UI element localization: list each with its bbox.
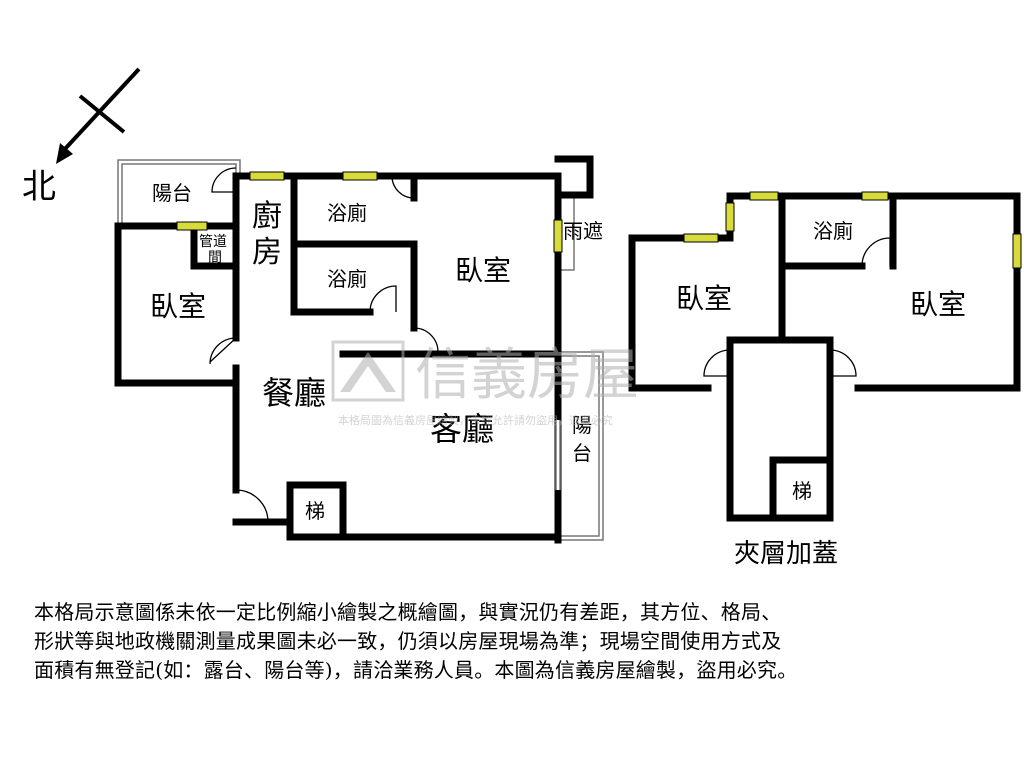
door-swing-icon [369, 285, 397, 313]
mezz-bedroom-left-label: 臥室 [676, 282, 732, 315]
door-swing-icon [211, 167, 237, 193]
watermark-notice: 本格局圖為信義房屋繪製，未經允許請勿盜用，違者必究 [338, 413, 613, 427]
kitchen-label-2: 房 [252, 235, 282, 270]
pipe-room-label-2: 間 [208, 250, 222, 266]
main-windows [176, 171, 563, 253]
north-arrow-icon [56, 143, 73, 164]
watermark-brand: 信義房屋 [415, 343, 639, 408]
balcony-top-label: 陽台 [152, 181, 192, 205]
living-label: 客廳 [430, 410, 494, 448]
window [176, 221, 208, 231]
window [342, 171, 378, 181]
bedroom-center-label: 臥室 [455, 254, 511, 287]
pipe-room-label-1: 管道 [199, 234, 227, 250]
main-doors [209, 167, 439, 523]
watermark-logo-icon [331, 340, 405, 402]
disclaimer: 本格局示意圖係未依一定比例縮小繪製之概繪圖，與實況仍有差距，其方位、格局、 形狀… [34, 598, 1004, 685]
balcony-right-label-2: 台 [572, 441, 592, 465]
compass-cross-line [78, 94, 126, 134]
door-swing-icon [209, 337, 237, 365]
mezzanine-caption: 夾層加蓋 [734, 539, 838, 569]
window [725, 202, 735, 232]
stairs-label: 梯 [305, 499, 325, 523]
mezzanine-plan: 浴廁 臥室 臥室 梯 夾層加蓋 [628, 191, 1022, 569]
balcony-right-label-1: 陽 [572, 413, 592, 437]
mezzanine-windows [683, 191, 1022, 269]
north-compass: 北 [22, 67, 141, 207]
window [683, 233, 719, 243]
mezz-bedroom-right-label: 臥室 [910, 288, 966, 321]
bath-2-label: 浴廁 [327, 267, 367, 291]
kitchen-label-1: 廚 [252, 199, 282, 234]
door-swing-icon [861, 237, 891, 267]
window [1012, 233, 1022, 269]
window [861, 191, 889, 201]
door-swing-icon [235, 489, 269, 523]
window [249, 171, 285, 181]
dining-label: 餐廳 [262, 374, 326, 412]
window [553, 219, 563, 253]
door-swing-icon [413, 327, 439, 353]
balcony-top-outline [117, 159, 241, 226]
balcony-right-outline-inner [559, 355, 600, 537]
north-label: 北 [22, 167, 56, 207]
mezz-bath-label: 浴廁 [813, 219, 853, 243]
bedroom-left-label: 臥室 [150, 290, 206, 323]
balcony-top-outline-inner [121, 163, 237, 226]
disclaimer-line: 本格局示意圖係未依一定比例縮小繪製之概繪圖，與實況仍有差距，其方位、格局、 [34, 600, 782, 624]
disclaimer-line: 面積有無登記(如：露台、陽台等)，請洽業務人員。本圖為信義房屋繪製，盜用必究。 [34, 658, 798, 682]
mezz-stairs-label: 梯 [792, 479, 812, 503]
bath-1-label: 浴廁 [327, 201, 367, 225]
watermark: 信義房屋 本格局圖為信義房屋繪製，未經允許請勿盜用，違者必究 [331, 340, 639, 427]
balcony-right-outline [559, 351, 604, 541]
compass-arrow-line [62, 67, 141, 152]
canopy-label: 雨遮 [563, 219, 603, 243]
main-unit-plan: 陽台 管道 間 廚 房 浴廁 浴廁 臥室 臥室 雨遮 餐廳 客廳 陽 台 梯 [114, 155, 604, 544]
disclaimer-line: 形狀等與地政機關測量成果圖未必一致，仍須以房屋現場為準；現場空間使用方式及 [34, 629, 782, 653]
window [749, 191, 779, 201]
floor-plan: 北 [22, 67, 1022, 569]
mezzanine-walls [628, 192, 1021, 522]
door-swing-icon [391, 175, 415, 199]
door-swing-icon [829, 349, 857, 377]
mezzanine-doors [703, 237, 891, 377]
door-swing-icon [703, 349, 731, 377]
